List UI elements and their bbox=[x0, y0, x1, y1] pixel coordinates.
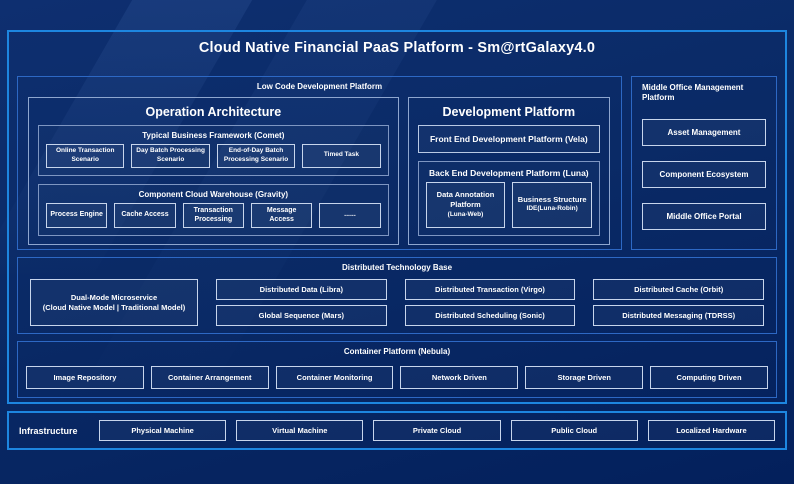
gravity-group-title: Component Cloud Warehouse (Gravity) bbox=[138, 189, 289, 199]
middle-office-portal-box: Middle Office Portal bbox=[642, 202, 766, 230]
localized-hardware-box: Localized Hardware bbox=[647, 420, 776, 441]
distributed-grid: Dual-Mode Microservice (Cloud Native Mod… bbox=[30, 279, 764, 326]
container-arrangement-box: Container Arrangement bbox=[150, 366, 269, 389]
comet-items-row: Online Transaction Scenario Day Batch Pr… bbox=[46, 144, 381, 168]
front-end-development-platform-box: Front End Development Platform (Vela) bbox=[417, 125, 600, 153]
dual-mode-name: Dual-Mode Microservice bbox=[70, 292, 158, 302]
top-sections-row: Low Code Development Platform Operation … bbox=[17, 76, 777, 250]
end-of-day-batch-processing-scenario-box: End-of-Day Batch Processing Scenario bbox=[216, 144, 296, 168]
back-end-items-row: Data Annotation Platform (Luna-Web) Busi… bbox=[425, 182, 593, 228]
gravity-items-row: Process Engine Cache Access Transaction … bbox=[46, 202, 381, 228]
distributed-transaction-virgo-box: Distributed Transaction (Virgo) bbox=[404, 279, 576, 300]
distributed-messaging-tdrss-box: Distributed Messaging (TDRSS) bbox=[593, 305, 764, 326]
comet-group-title: Typical Business Framework (Comet) bbox=[142, 131, 285, 140]
distributed-scheduling-sonic-box: Distributed Scheduling (Sonic) bbox=[404, 305, 576, 326]
data-annotation-platform-name: Data Annotation Platform bbox=[436, 190, 495, 210]
online-transaction-scenario-box: Online Transaction Scenario bbox=[46, 144, 125, 168]
low-code-platform-label: Low Code Development Platform bbox=[256, 82, 383, 91]
development-platform-panel: Development Platform Front End Developme… bbox=[407, 97, 610, 245]
data-annotation-platform-sub: (Luna-Web) bbox=[447, 210, 484, 218]
low-code-content: Operation Architecture Typical Business … bbox=[28, 97, 610, 245]
page-title: Cloud Native Financial PaaS Platform - S… bbox=[198, 40, 596, 56]
process-engine-box: Process Engine bbox=[46, 202, 108, 228]
public-cloud-box: Public Cloud bbox=[510, 420, 638, 441]
back-end-development-platform-group: Back End Development Platform (Luna) Dat… bbox=[417, 161, 600, 236]
business-structure-ide-name: Business Structure bbox=[517, 195, 587, 205]
component-ecosystem-box: Component Ecosystem bbox=[642, 160, 766, 188]
container-platform-row: Image Repository Container Arrangement C… bbox=[26, 366, 768, 389]
private-cloud-box: Private Cloud bbox=[373, 420, 501, 441]
infrastructure-label: Infrastructure bbox=[19, 425, 78, 436]
container-monitoring-box: Container Monitoring bbox=[275, 366, 394, 389]
operation-architecture-title: Operation Architecture bbox=[145, 105, 282, 119]
container-platform-nebula-section: Container Platform (Nebula) Image Reposi… bbox=[17, 341, 777, 398]
network-driven-box: Network Driven bbox=[400, 366, 519, 389]
physical-machine-box: Physical Machine bbox=[99, 420, 227, 441]
operation-architecture-panel: Operation Architecture Typical Business … bbox=[28, 97, 399, 245]
ellipsis-box: ...... bbox=[319, 202, 381, 228]
low-code-development-platform-section: Low Code Development Platform Operation … bbox=[17, 76, 622, 250]
development-platform-title: Development Platform bbox=[442, 105, 576, 119]
storage-driven-box: Storage Driven bbox=[525, 366, 644, 389]
main-frame: Cloud Native Financial PaaS Platform - S… bbox=[7, 30, 787, 404]
back-end-group-title: Back End Development Platform (Luna) bbox=[429, 168, 589, 178]
component-cloud-warehouse-group: Component Cloud Warehouse (Gravity) Proc… bbox=[38, 183, 389, 236]
infrastructure-section: Infrastructure Physical Machine Virtual … bbox=[7, 411, 787, 450]
timed-task-box: Timed Task bbox=[302, 144, 381, 168]
asset-management-box: Asset Management bbox=[642, 118, 766, 146]
distributed-technology-base-section: Distributed Technology Base Dual-Mode Mi… bbox=[17, 257, 777, 334]
dual-mode-detail: (Cloud Native Model | Traditional Model) bbox=[42, 302, 186, 312]
message-access-box: Message Access bbox=[250, 202, 313, 228]
business-structure-ide-box: Business Structure IDE(Luna-Robin) bbox=[512, 182, 593, 228]
cache-access-box: Cache Access bbox=[114, 202, 176, 228]
virtual-machine-box: Virtual Machine bbox=[236, 420, 364, 441]
distributed-cache-orbit-box: Distributed Cache (Orbit) bbox=[593, 279, 764, 300]
middle-office-label: Middle Office Management Platform bbox=[642, 83, 744, 103]
container-platform-label: Container Platform (Nebula) bbox=[343, 347, 451, 356]
dual-mode-microservice-box: Dual-Mode Microservice (Cloud Native Mod… bbox=[30, 279, 198, 326]
computing-driven-box: Computing Driven bbox=[650, 366, 768, 389]
distributed-technology-base-label: Distributed Technology Base bbox=[341, 263, 453, 272]
data-annotation-platform-box: Data Annotation Platform (Luna-Web) bbox=[425, 182, 506, 228]
global-sequence-mars-box: Global Sequence (Mars) bbox=[216, 305, 387, 326]
image-repository-box: Image Repository bbox=[26, 366, 144, 389]
business-structure-ide-sub: IDE(Luna-Robin) bbox=[526, 205, 578, 213]
typical-business-framework-group: Typical Business Framework (Comet) Onlin… bbox=[38, 125, 389, 176]
day-batch-processing-scenario-box: Day Batch Processing Scenario bbox=[131, 144, 210, 168]
middle-office-management-platform-section: Middle Office Management Platform Asset … bbox=[631, 76, 777, 250]
transaction-processing-box: Transaction Processing bbox=[182, 202, 244, 228]
distributed-data-libra-box: Distributed Data (Libra) bbox=[216, 279, 387, 300]
